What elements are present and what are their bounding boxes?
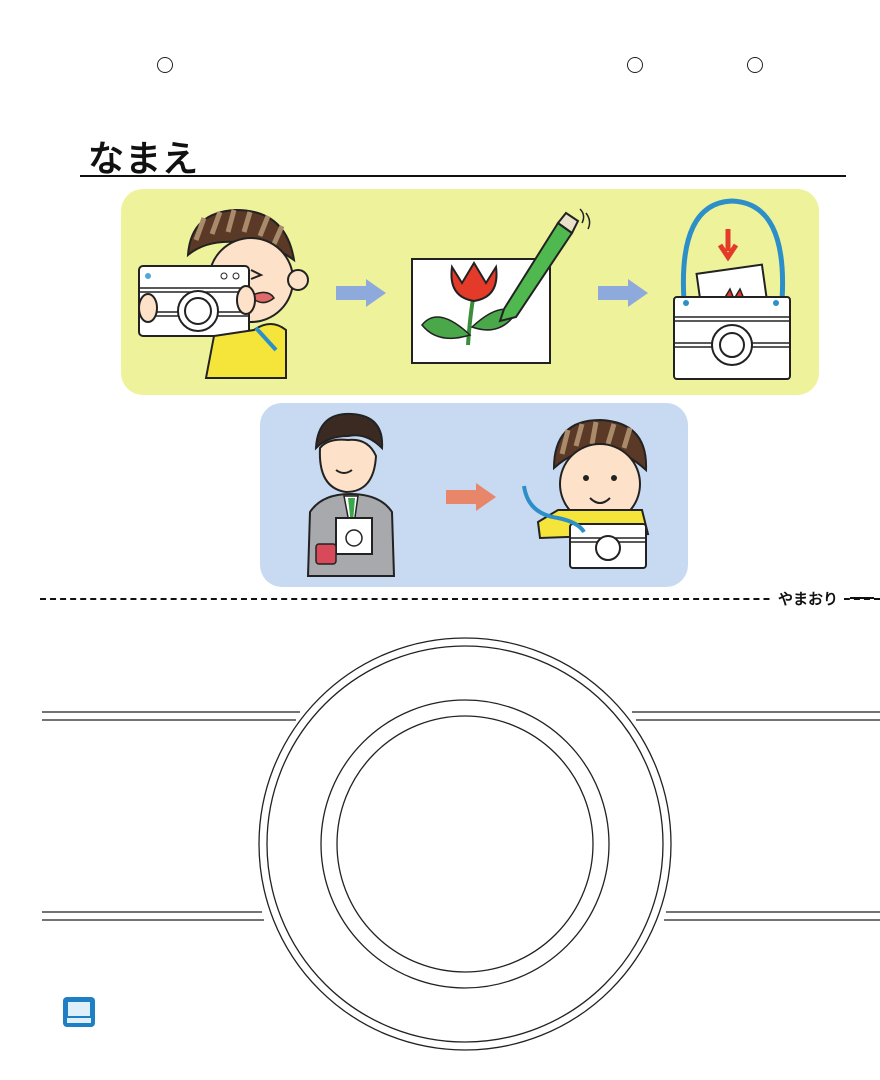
punch-hole-icon [747,57,763,73]
fold-line [40,598,880,600]
child-with-camera-illustration [138,208,309,379]
draw-tulip-illustration [411,208,591,364]
name-label: なまえ [88,139,200,180]
teacher-stamping-illustration [306,412,396,577]
punch-hole-icon [627,57,643,73]
arrow-right-icon [598,279,648,307]
name-writing-line[interactable] [80,175,846,177]
finished-camera-illustration [673,198,791,380]
child-threading-strap-illustration [522,418,650,569]
fold-label: やまおり [771,588,844,609]
computer-icon [63,997,95,1027]
camera-template-outline [42,637,880,1051]
fold-line-tail [850,597,874,599]
arrow-right-icon [336,279,386,307]
punch-hole-icon [157,57,173,73]
arrow-right-icon [446,483,496,511]
